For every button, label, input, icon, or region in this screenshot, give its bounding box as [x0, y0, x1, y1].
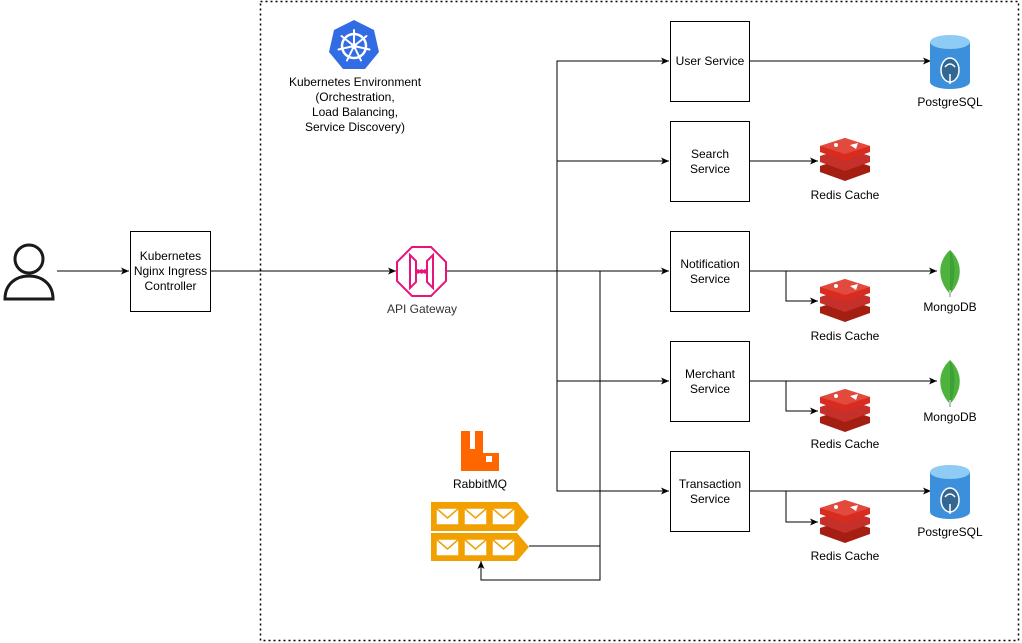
mongodb-label: MongoDB: [923, 300, 977, 314]
edge-queue-loop: [529, 271, 601, 547]
edge-notification-to-redis: [785, 271, 818, 305]
redis-icon: [820, 138, 870, 181]
redis-icon: [820, 279, 870, 322]
mongodb-icon: [940, 250, 960, 297]
postgresql-label: PostgreSQL: [917, 95, 983, 109]
redis-cache-label: Redis Cache: [810, 329, 880, 343]
message-queue-icon: [431, 502, 529, 561]
api-gateway-icon: [396, 246, 447, 297]
mongodb-icon: [940, 360, 960, 407]
kubernetes-environment-boundary: [259, 0, 1020, 642]
search-service-node[interactable]: Search Service: [670, 121, 750, 202]
notification-service-node[interactable]: Notification Service: [670, 231, 750, 312]
user-icon: [3, 243, 55, 301]
mongodb-label: MongoDB: [923, 410, 977, 424]
redis-cache-label: Redis Cache: [810, 437, 880, 451]
postgresql-label: PostgreSQL: [917, 525, 983, 539]
kubernetes-icon: [329, 20, 379, 69]
redis-icon: [820, 389, 870, 432]
redis-icon: [820, 500, 870, 543]
postgresql-icon: [930, 35, 970, 89]
redis-cache-label: Redis Cache: [810, 188, 880, 202]
redis-cache-label: Redis Cache: [810, 549, 880, 563]
transaction-service-node[interactable]: Transaction Service: [670, 451, 750, 532]
edge-transaction-to-redis: [785, 491, 818, 526]
user-service-node[interactable]: User Service: [670, 21, 750, 102]
edge-gateway-to-merchant: [556, 271, 669, 385]
api-gateway-label: API Gateway: [386, 302, 458, 316]
merchant-service-node[interactable]: Merchant Service: [670, 341, 750, 422]
edge-merchant-to-redis: [785, 381, 818, 415]
connectors: [57, 57, 937, 581]
postgresql-icon: [930, 465, 970, 519]
edge-queue-return: [477, 546, 601, 581]
edge-gateway-branch-trunk: [556, 57, 669, 271]
rabbitmq-icon: [461, 431, 499, 471]
ingress-controller-node[interactable]: Kubernetes Nginx Ingress Controller: [130, 231, 211, 312]
edge-gateway-to-transaction: [556, 381, 669, 495]
rabbitmq-label: RabbitMQ: [452, 477, 508, 491]
kubernetes-environment-label: Kubernetes Environment (Orchestration, L…: [288, 75, 422, 134]
